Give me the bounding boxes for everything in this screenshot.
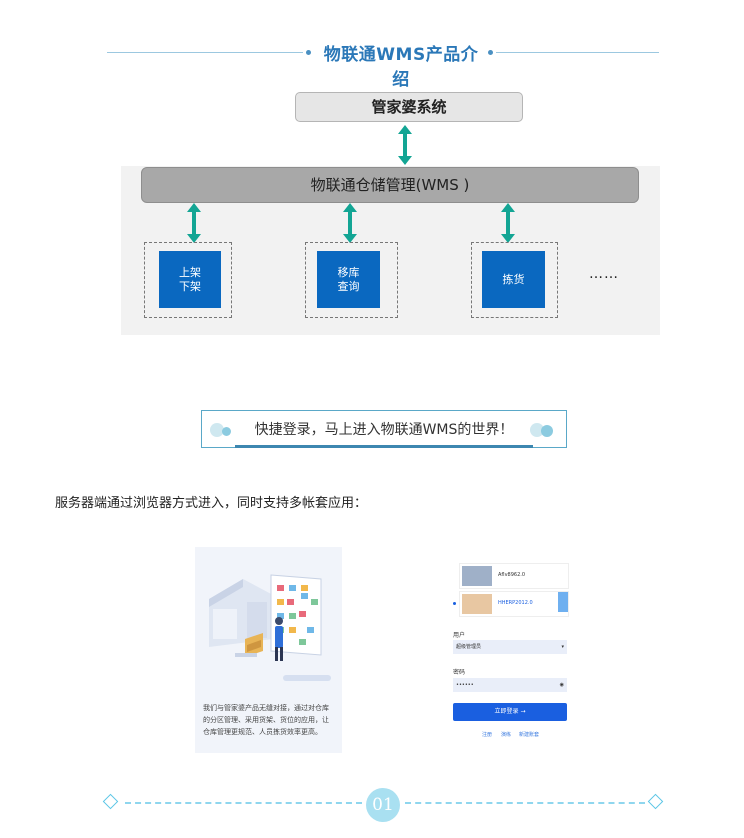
- header-line-right: [496, 52, 659, 53]
- wms-system-bar: 物联通仓储管理(WMS ): [141, 167, 639, 203]
- quick-login-banner: 快捷登录，马上进入物联通WMS的世界！: [201, 410, 567, 448]
- link-new-account[interactable]: 新建账套: [519, 732, 540, 738]
- password-label: 密码: [453, 669, 466, 676]
- double-arrow-icon: [343, 203, 357, 243]
- module-label-2: 查询: [337, 279, 360, 293]
- account-thumbnail: [462, 594, 492, 614]
- link-demo[interactable]: 演练: [501, 732, 512, 738]
- login-button[interactable]: 立即登录 →: [453, 703, 567, 721]
- banner-text: 快捷登录，马上进入物联通WMS的世界！: [254, 422, 514, 438]
- warehouse-illustration: [209, 574, 331, 681]
- double-arrow-icon: [501, 203, 515, 243]
- bubble-decoration: [222, 427, 231, 436]
- module-label-1: 拣货: [502, 272, 525, 286]
- account-corner-tag: [558, 592, 568, 612]
- account-dot: [453, 602, 456, 605]
- account-name: Aflv8962.0: [498, 572, 526, 578]
- intro-paragraph: 服务器端通过浏览器方式进入，同时支持多帐套应用：: [55, 496, 368, 511]
- module-shelving: 上架 下架: [159, 251, 221, 308]
- module-label-1: 上架: [179, 265, 201, 279]
- header-dot-right: [488, 50, 493, 55]
- module-frame: [144, 242, 232, 318]
- user-label: 用户: [453, 632, 466, 639]
- page-number-badge: 01: [366, 788, 400, 822]
- module-label-1: 移库: [337, 265, 360, 279]
- password-value: ••••••: [456, 682, 474, 688]
- double-arrow-icon: [398, 125, 412, 165]
- card-description: 我们与管家婆产品无缝对接，通过对仓库的分区管理、采用货架、货位的应用，让仓库管理…: [203, 704, 329, 736]
- account-thumbnail: [462, 566, 492, 586]
- module-frame: [305, 242, 398, 318]
- password-input[interactable]: •••••• ◉: [453, 678, 567, 692]
- diamond-decoration-left: [102, 793, 119, 810]
- module-label-2: 下架: [179, 279, 201, 293]
- header-line-left: [107, 52, 303, 53]
- top-system-box: 管家婆系统: [295, 92, 523, 122]
- account-item[interactable]: Aflv8962.0: [459, 563, 569, 589]
- bubble-decoration: [210, 423, 224, 437]
- double-arrow-icon: [187, 203, 201, 243]
- header-dot-left: [306, 50, 311, 55]
- bubble-decoration: [541, 425, 553, 437]
- account-name: HHERP2012.0: [498, 600, 533, 606]
- footer-dashed-line-right: [405, 802, 645, 804]
- bubble-decoration: [530, 423, 544, 437]
- diamond-decoration-right: [647, 793, 664, 810]
- warehouse-illustration-card: 我们与管家婆产品无缝对接，通过对仓库的分区管理、采用货架、货位的应用，让仓库管理…: [195, 547, 342, 753]
- banner-underline: [235, 445, 533, 448]
- chevron-down-icon: ▾: [561, 644, 564, 650]
- eye-icon[interactable]: ◉: [559, 682, 564, 688]
- more-modules-ellipsis: ……: [589, 266, 619, 282]
- login-panel: Aflv8962.0 HHERP2012.0 用户 超级管理员 ▾ 密码 •••…: [453, 560, 569, 750]
- page-title: 物联通WMS产品介绍: [323, 45, 479, 90]
- module-frame: [471, 242, 558, 318]
- user-select[interactable]: 超级管理员 ▾: [453, 640, 567, 654]
- module-transfer-query: 移库 查询: [317, 251, 380, 308]
- module-picking: 拣货: [482, 251, 545, 308]
- footer-dashed-line-left: [125, 802, 362, 804]
- link-register[interactable]: 注册: [482, 732, 493, 738]
- account-item-selected[interactable]: HHERP2012.0: [459, 591, 569, 617]
- user-value: 超级管理员: [456, 644, 482, 650]
